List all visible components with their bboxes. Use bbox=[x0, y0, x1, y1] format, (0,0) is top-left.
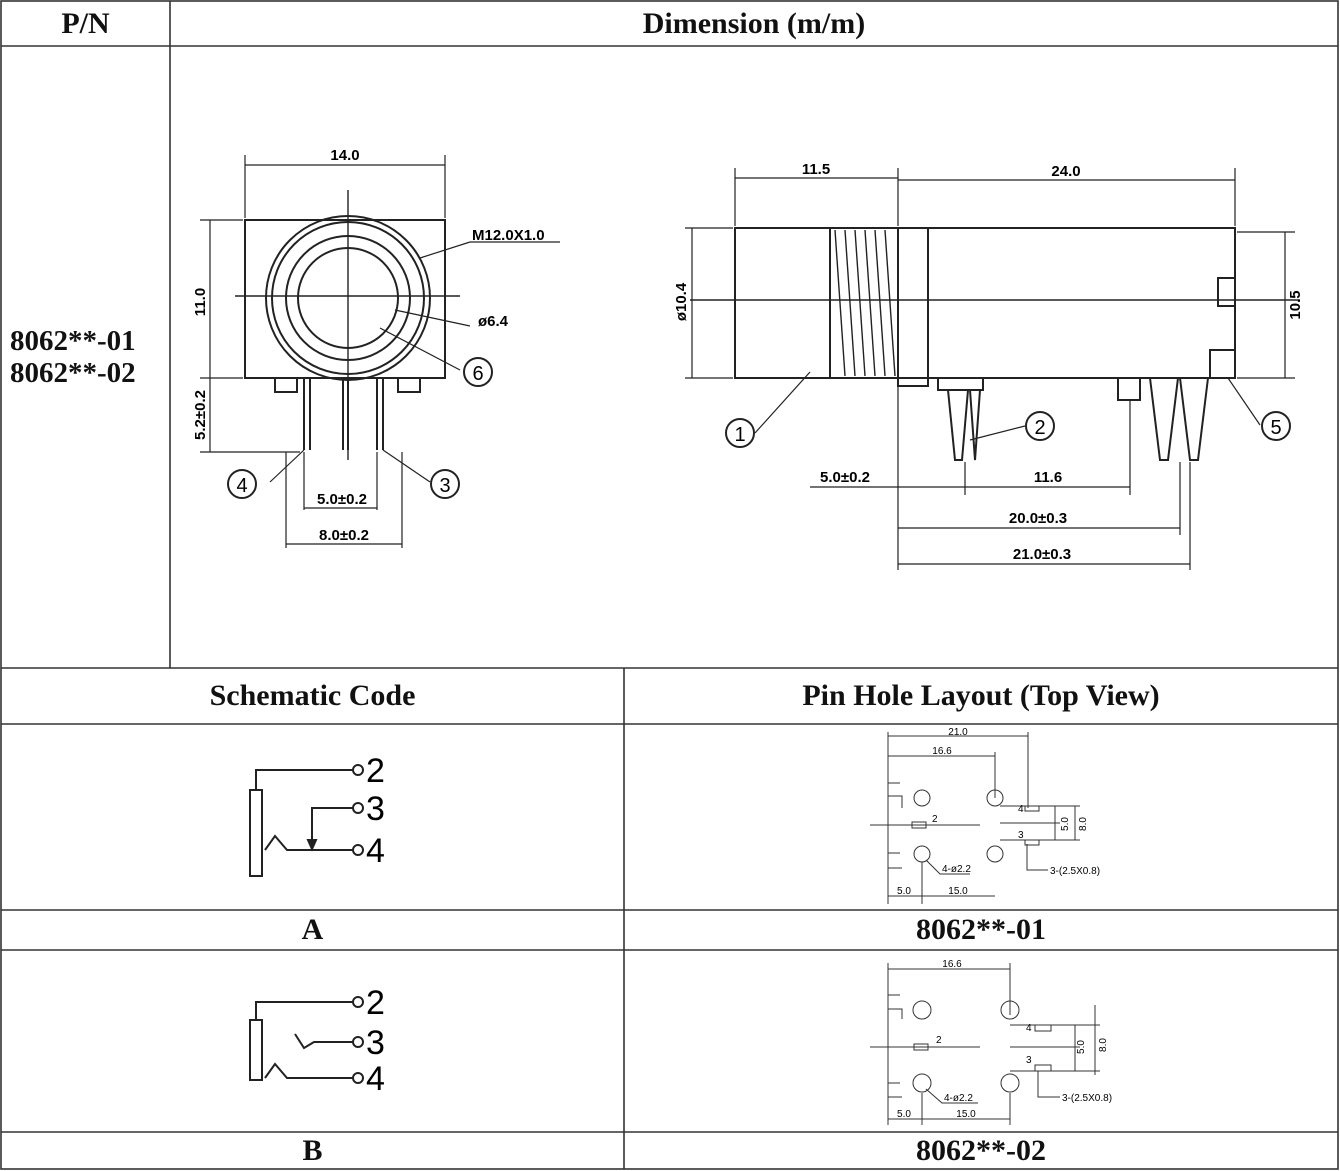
schematic-pin-2: 2 bbox=[366, 752, 385, 790]
layout-b-holes: 4-ø2.2 bbox=[944, 1093, 973, 1104]
schematic-b-drawing: 2 3 4 bbox=[249, 984, 385, 1098]
layout-a-pitch2: 8.0 bbox=[1078, 817, 1089, 831]
layout-a-bottom1: 5.0 bbox=[897, 886, 911, 897]
layout-a-overall: 21.0 bbox=[948, 728, 968, 738]
schematic-code-a: A bbox=[301, 913, 324, 946]
header-pin-hole-layout: Pin Hole Layout (Top View) bbox=[802, 679, 1160, 712]
front-length-label: 11.5 bbox=[802, 161, 830, 178]
layout-a-pin4: 4 bbox=[1018, 804, 1024, 815]
layout-a-pin2: 2 bbox=[932, 814, 938, 825]
layout-b-pin2: 2 bbox=[936, 1035, 942, 1046]
layout-b-pitch1: 5.0 bbox=[1076, 1040, 1087, 1054]
layout-a-pitch1: 5.0 bbox=[1060, 817, 1071, 831]
callout-3: 3 bbox=[439, 475, 450, 497]
pin-layout-a: 21.0 16.6 2 4 3 5.0 8.0 4-ø2.2 3-(2.5X0.… bbox=[870, 728, 1100, 904]
pitch-inner-label: 5.0±0.2 bbox=[317, 491, 367, 508]
callout-5: 5 bbox=[1270, 417, 1281, 439]
pin-offset-label: 5.0±0.2 bbox=[820, 469, 870, 486]
layout-a-slots: 3-(2.5X0.8) bbox=[1050, 866, 1100, 877]
layout-a-pin3: 3 bbox=[1018, 830, 1024, 841]
pitch-outer-label: 8.0±0.2 bbox=[319, 527, 369, 544]
layout-a-span: 16.6 bbox=[932, 746, 952, 757]
thread-label: M12.0X1.0 bbox=[472, 227, 545, 244]
header-part-number: P/N bbox=[61, 6, 110, 40]
callout-6: 6 bbox=[472, 363, 483, 385]
callout-2: 2 bbox=[1034, 417, 1045, 439]
schematic-pin-4: 4 bbox=[366, 832, 385, 870]
front-height-label: 11.0 bbox=[192, 288, 209, 316]
schematic-b-pin-2: 2 bbox=[366, 984, 385, 1022]
pin-layout-b: 16.6 2 4 3 5.0 8.0 4-ø2.2 3-(2.5X0.8) 5.… bbox=[870, 959, 1112, 1125]
layout-a-bottom2: 15.0 bbox=[948, 886, 968, 897]
bore-label: ø6.4 bbox=[478, 313, 509, 330]
layout-b-pin4: 4 bbox=[1026, 1023, 1032, 1034]
part-number-item: 8062**-01 bbox=[10, 325, 136, 357]
layout-b-span: 16.6 bbox=[942, 959, 962, 970]
pin-span-label: 11.6 bbox=[1034, 469, 1062, 486]
part-number-01: 8062**-01 bbox=[916, 913, 1046, 946]
schematic-pin-3: 3 bbox=[366, 790, 385, 828]
part-number-item: 8062**-02 bbox=[10, 357, 136, 389]
layout-b-bottom2: 15.0 bbox=[956, 1109, 976, 1120]
span-21-label: 21.0±0.3 bbox=[1013, 546, 1071, 563]
part-number-02: 8062**-02 bbox=[916, 1134, 1046, 1167]
body-height-label: 10.5 bbox=[1287, 290, 1304, 319]
schematic-b-pin-4: 4 bbox=[366, 1060, 385, 1098]
schematic-b-pin-3: 3 bbox=[366, 1024, 385, 1062]
header-schematic-code: Schematic Code bbox=[209, 679, 416, 712]
layout-b-slots: 3-(2.5X0.8) bbox=[1062, 1093, 1112, 1104]
callout-1: 1 bbox=[734, 424, 745, 446]
schematic-code-b: B bbox=[302, 1134, 323, 1167]
body-length-label: 24.0 bbox=[1051, 163, 1080, 180]
header-dimension: Dimension (m/m) bbox=[642, 6, 866, 40]
pin-length-label: 5.2±0.2 bbox=[192, 390, 209, 440]
front-width-label: 14.0 bbox=[330, 147, 359, 164]
layout-a-holes: 4-ø2.2 bbox=[942, 864, 971, 875]
front-diameter-label: ø10.4 bbox=[673, 282, 690, 321]
layout-b-pitch2: 8.0 bbox=[1098, 1038, 1109, 1052]
front-view-drawing: 14.0 11.0 M12.0X1.0 ø6.4 5.2±0.2 5.0±0.2… bbox=[192, 147, 560, 548]
span-20-label: 20.0±0.3 bbox=[1009, 510, 1067, 527]
layout-b-pin3: 3 bbox=[1026, 1055, 1032, 1066]
side-view-drawing: 11.5 24.0 ø10.4 10.5 5.0±0.2 11.6 20.0±0… bbox=[673, 161, 1304, 570]
part-number-list: 8062**-01 8062**-02 bbox=[10, 325, 170, 389]
schematic-a-drawing: 2 3 4 bbox=[249, 752, 385, 877]
callout-4: 4 bbox=[236, 475, 247, 497]
layout-b-bottom1: 5.0 bbox=[897, 1109, 911, 1120]
